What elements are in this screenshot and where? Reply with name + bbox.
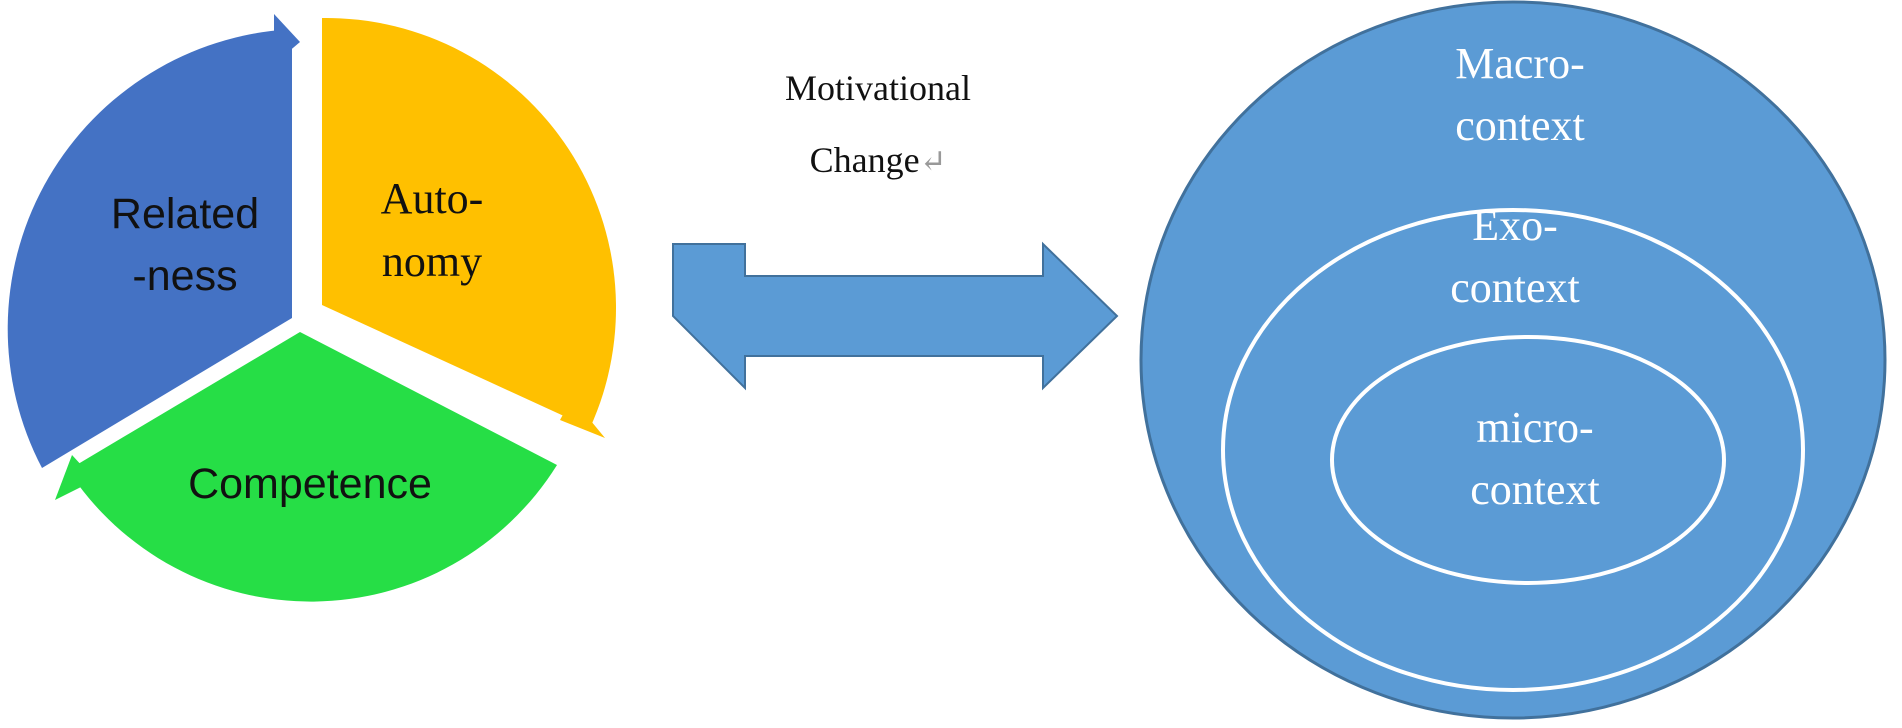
macro-context-ellipse bbox=[1139, 0, 1887, 720]
relatedness-segment bbox=[7, 30, 292, 468]
competence-label: Competence bbox=[188, 460, 432, 508]
arrow-caption-line2: Change↵ bbox=[810, 140, 947, 180]
exo-context-label-line1: Exo- bbox=[1472, 201, 1558, 250]
micro-context-label-line1: micro- bbox=[1476, 403, 1593, 452]
exo-context-ellipse bbox=[1221, 208, 1805, 692]
relatedness-label-line2: -ness bbox=[132, 252, 237, 300]
relatedness-label-line1: Related bbox=[111, 190, 259, 238]
double-headed-arrow bbox=[672, 241, 1119, 391]
competence-arrowhead bbox=[55, 455, 95, 500]
competence-segment bbox=[68, 332, 557, 602]
macro-context-label-line1: Macro- bbox=[1455, 39, 1585, 88]
nested-contexts: Macro- context Exo- context micro- conte… bbox=[1139, 0, 1887, 720]
motivational-change-arrow-group: Motivational Change↵ bbox=[672, 68, 1119, 391]
macro-context-label-line2: context bbox=[1455, 101, 1585, 150]
relatedness-arrowhead bbox=[274, 14, 300, 64]
autonomy-segment bbox=[322, 17, 617, 428]
needs-cycle: Related -ness Auto- nomy Competence bbox=[7, 14, 617, 602]
autonomy-label-line1: Auto- bbox=[381, 174, 484, 223]
autonomy-arrowhead bbox=[560, 398, 605, 438]
arrow-caption-line1: Motivational bbox=[785, 68, 971, 108]
arrow-caption-change-text: Change bbox=[810, 140, 920, 180]
micro-context-ellipse bbox=[1330, 335, 1726, 585]
autonomy-label-line2: nomy bbox=[382, 237, 482, 286]
exo-context-label-line2: context bbox=[1450, 263, 1580, 312]
micro-context-label-line2: context bbox=[1470, 465, 1600, 514]
return-mark-icon: ↵ bbox=[920, 143, 947, 179]
